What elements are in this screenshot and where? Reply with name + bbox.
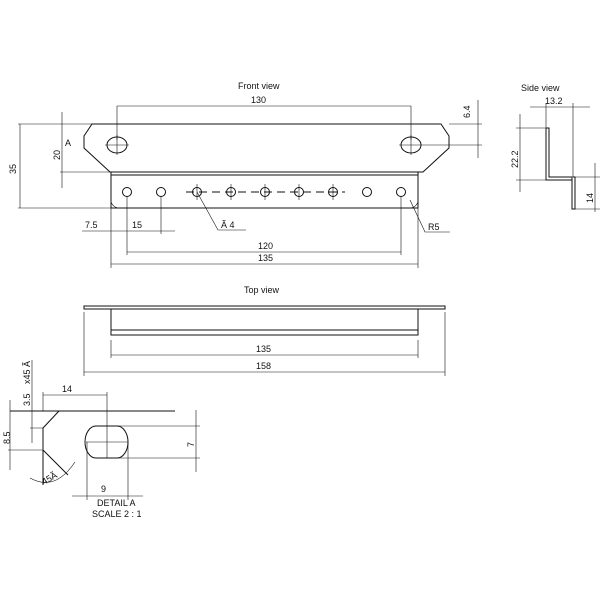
detail-title: DETAIL A	[97, 498, 136, 508]
front-plate-outline	[83, 123, 450, 173]
hole-callout: Ã 4	[221, 220, 235, 230]
top-view-label: Top view	[244, 285, 280, 295]
dim-detail-14: 14	[62, 384, 72, 394]
dim-slot-7: 7	[186, 442, 196, 447]
dim-22-2: 22.2	[510, 150, 520, 168]
front-view-label: Front view	[238, 81, 280, 91]
dim-chamfer: 3.5	[22, 393, 32, 406]
dim-15: 15	[132, 220, 142, 230]
detail-scale: SCALE 2 : 1	[92, 509, 142, 519]
dim-slot-9: 9	[101, 484, 106, 494]
front-lower-flange	[110, 172, 419, 209]
dim-13-2: 13.2	[545, 96, 563, 106]
dim-120: 120	[258, 241, 273, 251]
dim-8-5: 8.5	[2, 431, 12, 444]
dim-135: 135	[258, 253, 273, 263]
dim-158: 158	[256, 361, 271, 371]
side-view: Side view 13.2 22.2 14	[510, 83, 600, 212]
front-view: Front view 130 6.4 35 20 A 7.5 15 120 13…	[8, 81, 482, 268]
dim-14: 14	[585, 193, 595, 203]
detail-a-marker: A	[65, 138, 71, 148]
dim-135-top: 135	[256, 344, 271, 354]
side-view-label: Side view	[521, 83, 560, 93]
dim-35: 35	[8, 164, 18, 174]
detail-a: 14 3.5 x45 Ã 8.5 7 9 45Ã DETAIL A SCALE …	[2, 360, 200, 519]
radius-callout: R5	[428, 222, 440, 232]
top-view: Top view 135 158	[83, 285, 446, 376]
dim-7-5: 7.5	[85, 220, 98, 230]
top-flange	[110, 308, 419, 336]
dim-20: 20	[52, 150, 62, 160]
side-profile	[545, 127, 576, 210]
dim-130: 130	[251, 95, 266, 105]
dim-chamfer-angle: x45 Ã	[22, 361, 32, 384]
dim-6-4: 6.4	[462, 105, 472, 118]
